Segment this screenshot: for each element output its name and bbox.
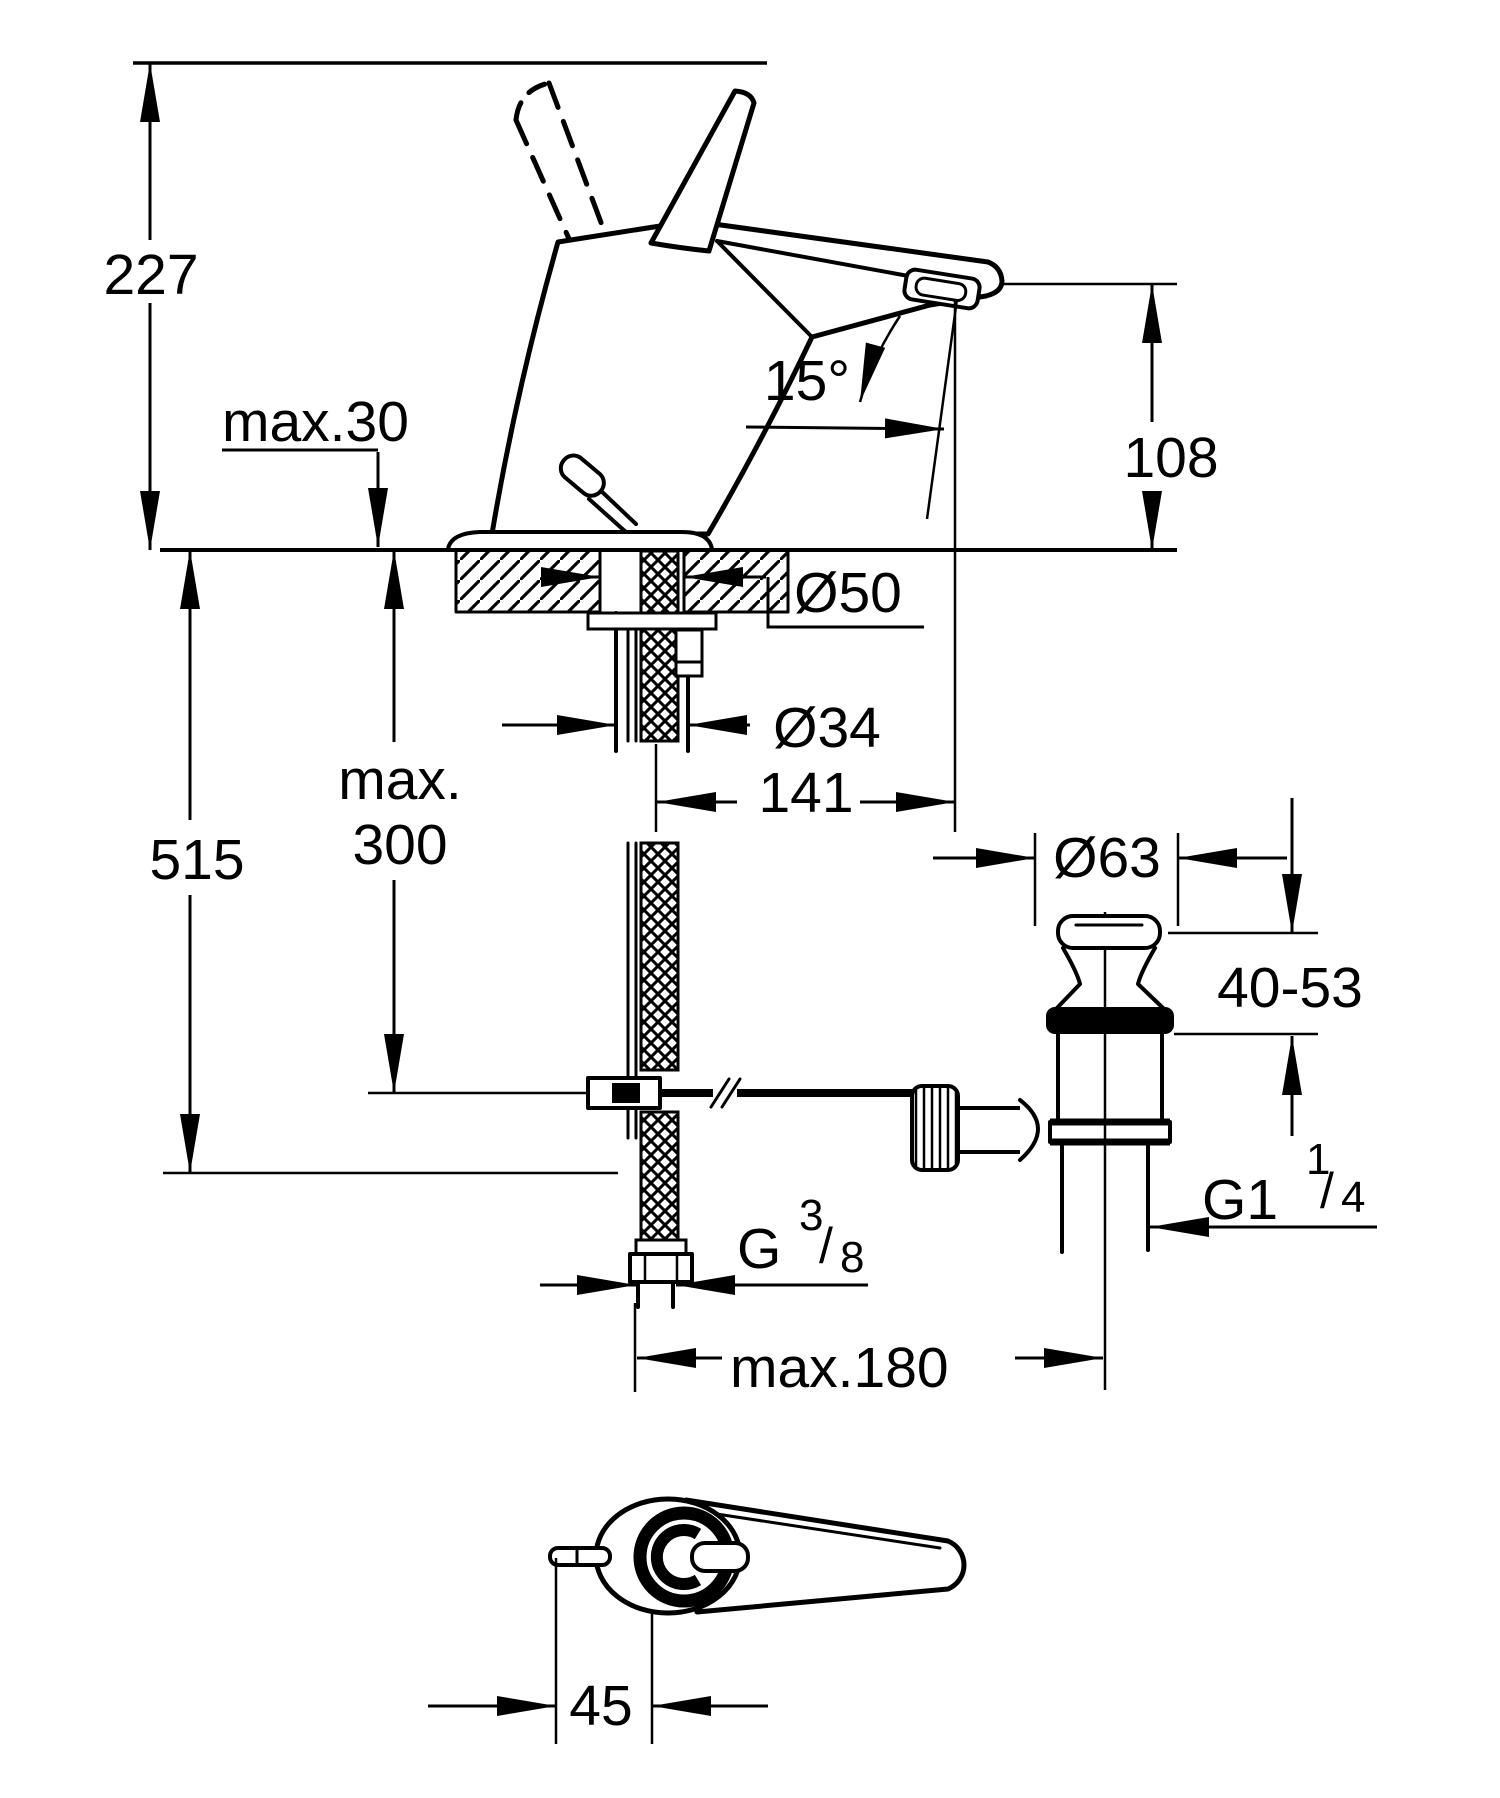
drain-tailpipe (1048, 1118, 1172, 1254)
hose-thread-base: G (737, 1217, 781, 1281)
mounting-shank-and-hose (586, 549, 912, 1309)
dim-lever-pin-offset (428, 1558, 768, 1744)
spout-outlet (902, 267, 982, 311)
lever-tab (690, 1541, 750, 1573)
dim-max-deck-thickness (222, 448, 388, 547)
label-hose-thread: G 3 / 8 (737, 1191, 864, 1282)
label-spout-height: 108 (1123, 426, 1218, 490)
dim-hole-diameter (541, 567, 924, 629)
label-hose-length-line2: 300 (352, 813, 447, 877)
dim-plug-adjust-range (1168, 798, 1318, 1136)
body-crease (715, 239, 814, 339)
dim-max-offset (633, 1303, 1103, 1392)
hose-thread-numerator: 3 (799, 1191, 823, 1240)
drain-flange-washer (1046, 1007, 1174, 1034)
dim-plug-diameter (933, 833, 1287, 926)
hose-end-fitting (628, 1238, 694, 1309)
supply-hose-upper (639, 549, 680, 743)
label-shank-diameter: Ø34 (773, 696, 881, 760)
label-spout-angle: 15° (764, 349, 850, 413)
lever-top-view (548, 1496, 967, 1616)
knurled-knob (910, 1084, 1040, 1172)
pop-up-rod-knob (558, 453, 638, 535)
drain-thread-denominator: 4 (1341, 1173, 1365, 1222)
faucet-body (489, 218, 1005, 537)
supply-hose-lower (639, 1110, 680, 1242)
pop-up-plug-cap (1056, 914, 1162, 950)
hose-thread-slash: / (819, 1218, 833, 1274)
label-height-below-deck: 515 (149, 828, 244, 892)
faucet-side-view (446, 80, 1005, 551)
supply-hose-middle (639, 841, 680, 1072)
lever-pin (548, 1546, 612, 1567)
label-spout-reach: 141 (758, 761, 853, 825)
label-drain-thread: G1 1 / 4 (1202, 1135, 1365, 1232)
label-hose-length-line1: max. (338, 748, 462, 812)
label-hole-diameter: Ø50 (794, 561, 902, 625)
deck-cross-section (454, 549, 790, 614)
label-overall-height: 227 (103, 243, 198, 307)
mounting-washer (586, 611, 718, 631)
label-plug-adjust-range: 40-53 (1217, 956, 1363, 1020)
lever-handle (648, 88, 757, 254)
label-max-offset: max.180 (730, 1336, 949, 1400)
faucet-base (446, 530, 714, 551)
label-max-deck-thickness: max.30 (222, 390, 409, 454)
drain-valve-assembly (910, 912, 1174, 1390)
drain-thread-slash: / (1320, 1163, 1334, 1219)
pop-up-linkage-rod (586, 1076, 912, 1110)
label-plug-diameter: Ø63 (1053, 826, 1161, 890)
dim-spout-angle (745, 298, 959, 520)
lever-top-outline (683, 1497, 967, 1615)
drain-thread-numerator: 1 (1306, 1135, 1330, 1184)
label-lever-pin-offset: 45 (569, 1674, 632, 1738)
rod-guide-bracket (674, 628, 704, 678)
lever-clip (650, 1524, 702, 1590)
lever-handle-alt-position (513, 80, 615, 262)
drain-thread-base: G1 (1202, 1168, 1278, 1232)
hose-thread-denominator: 8 (840, 1233, 864, 1282)
